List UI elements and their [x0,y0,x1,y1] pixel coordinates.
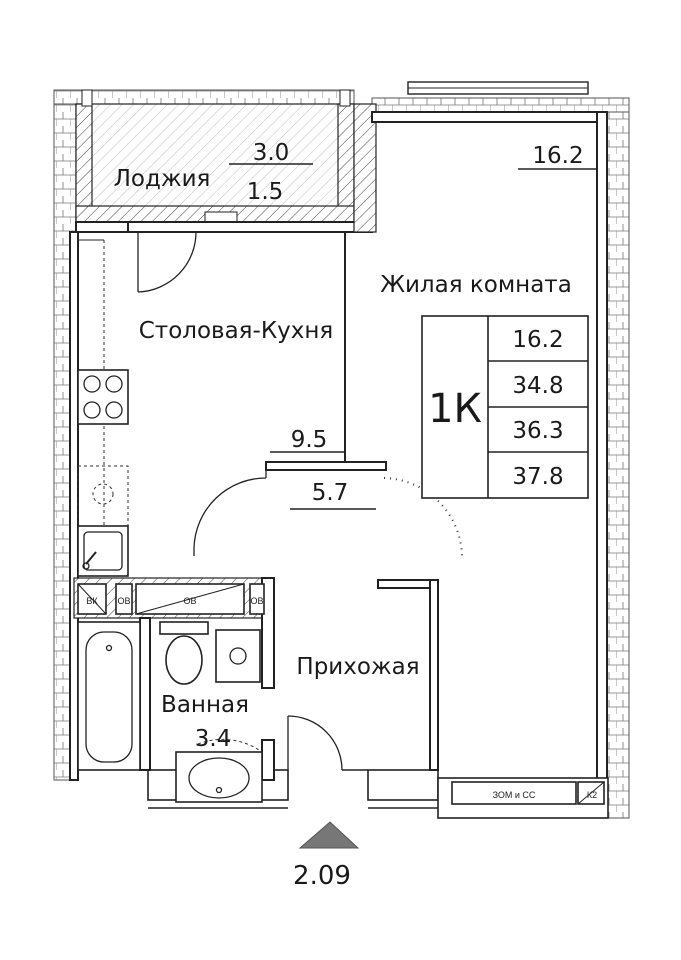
hall-area: 5.7 [312,480,349,506]
apartment-type: 1К [428,386,482,432]
kitchen-fixtures [77,239,129,577]
loggia-name: Лоджия [114,166,211,192]
toilet-tank [159,621,209,635]
kitchen-area: 9.5 [291,427,328,453]
summary-area-2: 36.3 [512,418,563,444]
room-labels: Лоджия 3.0 1.5 16.2 Жилая комната Столов… [114,140,598,752]
k2-label: К2 [587,790,597,800]
loggia-area-bottom: 1.5 [247,179,284,205]
ov-label-1: ОВ [117,596,130,606]
ov-label-3: ОВ [250,596,263,606]
fridge-outline [77,465,129,527]
bk-label: ВК [86,596,98,606]
bathroom-fixtures [77,621,263,803]
sink-icon [77,525,129,577]
entrance-level: 2.09 [293,861,351,891]
washbasin-icon [175,751,263,803]
summary-area-1: 34.8 [512,373,563,399]
hall-cabinet: ЗОМ и СС К2 [451,781,605,805]
hall-name: Прихожая [296,654,419,680]
windows [81,81,589,107]
loggia-area-top: 3.0 [253,140,290,166]
summary-area-3: 37.8 [512,464,563,490]
summary-living-area: 16.2 [512,327,563,353]
bathtub-icon [77,621,141,771]
entrance-arrow-icon [298,821,360,849]
living-area-top: 16.2 [532,143,583,169]
ov-label-2: ОВ [183,596,196,606]
living-room-name: Жилая комната [380,272,572,298]
entrance-marker: 2.09 [293,821,360,891]
bath-area: 3.4 [195,726,232,752]
washer-icon [215,629,261,683]
utility-shafts: ВК ОВ ОВ ОВ [77,583,265,615]
loggia [75,103,355,229]
bath-name: Ванная [161,692,249,718]
stove-icon [77,369,129,425]
zom-label: ЗОМ и СС [493,790,536,800]
toilet-icon [165,635,203,685]
kitchen-name: Столовая-Кухня [139,318,334,344]
summary-table: 1К 16.2 34.8 36.3 37.8 [421,315,589,499]
doors [137,231,463,771]
